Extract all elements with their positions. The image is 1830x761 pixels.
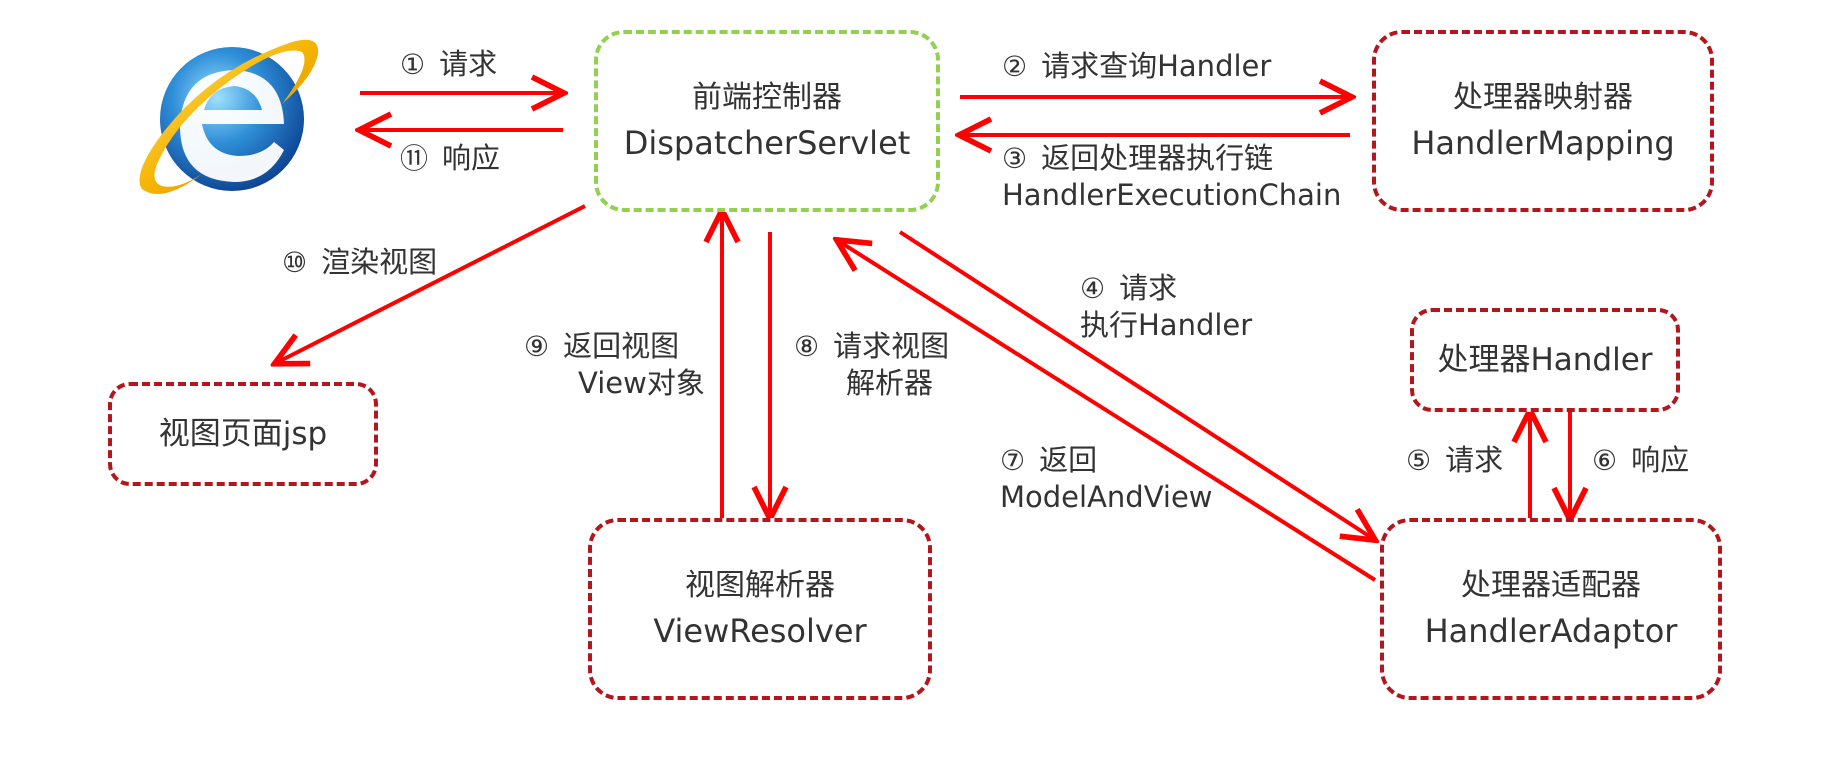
step-3-text-2: HandlerExecutionChain [1002, 178, 1342, 212]
step-6-text: 响应 [1631, 443, 1690, 477]
dispatcher-servlet-cn: 前端控制器 [692, 80, 842, 115]
arrow-4-execute-handler [898, 230, 1372, 538]
step-6-label: ⑥ 响应 [1592, 442, 1689, 479]
step-7-text: 返回 [1039, 443, 1098, 477]
view-resolver-box: 视图解析器 ViewResolver [588, 518, 932, 700]
step-9-text: 返回视图 [563, 329, 680, 363]
step-5-number: ⑤ [1406, 444, 1432, 477]
step-8-text-2: 解析器 [846, 366, 934, 400]
handler-mapping-box: 处理器映射器 HandlerMapping [1372, 30, 1714, 212]
step-11-number: ⑪ [400, 142, 429, 175]
step-11-label: ⑪ 响应 [400, 140, 500, 177]
step-10-label: ⑩ 渲染视图 [282, 244, 437, 281]
step-8-label: ⑧ 请求视图 解析器 [794, 328, 949, 401]
internet-explorer-icon [139, 39, 319, 194]
arrow-7-return-modelandview [840, 242, 1377, 582]
handler-mapping-en: HandlerMapping [1411, 124, 1675, 162]
step-9-number: ⑨ [524, 330, 550, 363]
step-3-text: 返回处理器执行链 [1041, 141, 1274, 175]
handler-mapping-cn: 处理器映射器 [1453, 80, 1633, 115]
step-7-label: ⑦ 返回 ModelAndView [1000, 442, 1213, 515]
step-9-label: ⑨ 返回视图 View对象 [524, 328, 705, 401]
handler-adaptor-box: 处理器适配器 HandlerAdaptor [1380, 518, 1722, 700]
step-7-number: ⑦ [1000, 444, 1026, 477]
step-4-number: ④ [1080, 272, 1106, 305]
step-2-label: ② 请求查询Handler [1002, 48, 1271, 85]
view-resolver-cn: 视图解析器 [685, 568, 835, 603]
step-11-text: 响应 [442, 141, 501, 175]
handler-box: 处理器Handler [1410, 308, 1680, 412]
dispatcher-servlet-box: 前端控制器 DispatcherServlet [594, 30, 940, 212]
step-8-number: ⑧ [794, 330, 820, 363]
step-7-text-2: ModelAndView [1000, 480, 1213, 514]
step-4-text: 请求 [1119, 271, 1178, 305]
step-2-text: 请求查询Handler [1041, 49, 1272, 83]
step-1-label: ① 请求 [400, 46, 497, 83]
step-1-number: ① [400, 48, 426, 81]
step-9-text-2: View对象 [578, 366, 705, 400]
arrow-10-render-view [278, 204, 586, 362]
step-4-label: ④ 请求 执行Handler [1080, 270, 1252, 343]
step-5-text: 请求 [1445, 443, 1504, 477]
view-page-jsp-label: 视图页面jsp [158, 416, 328, 452]
step-10-number: ⑩ [282, 246, 308, 279]
view-resolver-en: ViewResolver [653, 612, 867, 650]
step-4-text-2: 执行Handler [1080, 308, 1253, 342]
step-5-label: ⑤ 请求 [1406, 442, 1503, 479]
step-3-label: ③ 返回处理器执行链 HandlerExecutionChain [1002, 140, 1341, 213]
step-8-text: 请求视图 [833, 329, 950, 363]
handler-adaptor-cn: 处理器适配器 [1461, 568, 1641, 603]
step-2-number: ② [1002, 50, 1028, 83]
step-3-number: ③ [1002, 142, 1028, 175]
handler-label: 处理器Handler [1437, 342, 1653, 378]
step-10-text: 渲染视图 [321, 245, 438, 279]
step-1-text: 请求 [439, 47, 498, 81]
step-6-number: ⑥ [1592, 444, 1618, 477]
view-page-jsp-box: 视图页面jsp [108, 382, 378, 486]
handler-adaptor-en: HandlerAdaptor [1424, 612, 1678, 650]
dispatcher-servlet-en: DispatcherServlet [623, 124, 911, 162]
